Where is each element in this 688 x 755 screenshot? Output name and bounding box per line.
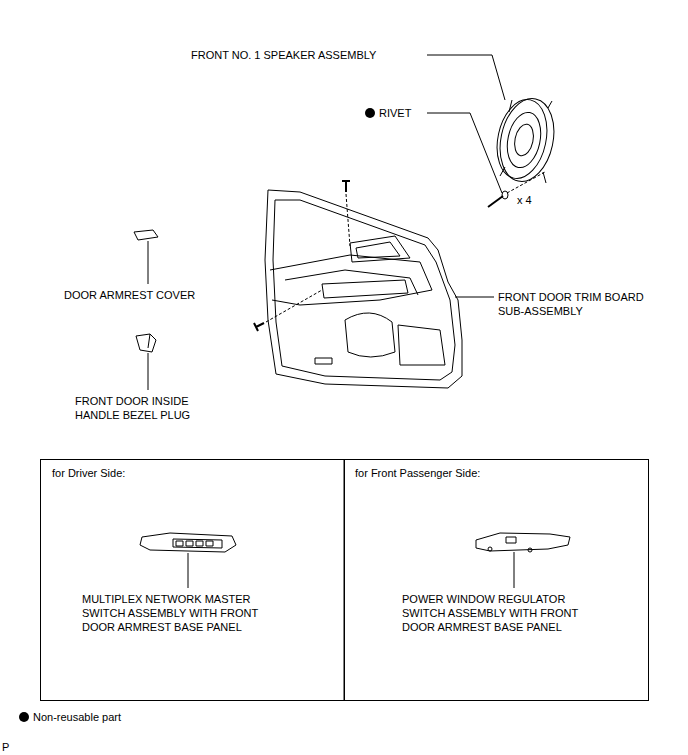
- non-reusable-mark: [365, 108, 375, 118]
- part-label: FRONT DOOR TRIM BOARD SUB-ASSEMBLY: [498, 290, 663, 318]
- leader-line: [188, 553, 189, 588]
- dashed-line: [266, 290, 322, 322]
- variant-panel: for Driver Side: MULTIPLEX NETWORK MASTER…: [40, 459, 345, 701]
- legend-sample: [19, 712, 29, 722]
- leader-line: [427, 55, 505, 100]
- window-switch-drawing: [476, 533, 570, 552]
- part-label: DOOR ARMREST COVER: [64, 288, 195, 302]
- screw-drawing: [342, 181, 350, 192]
- figure-code: P: [2, 740, 9, 754]
- panel-heading: for Front Passenger Side:: [355, 466, 480, 480]
- dashed-line: [507, 172, 545, 193]
- rivet-head: [502, 191, 508, 199]
- leader-line: [427, 113, 502, 193]
- part-label: FRONT DOOR INSIDE HANDLE BEZEL PLUG: [75, 394, 225, 422]
- leader-line: [514, 552, 515, 588]
- speaker-drawing: [490, 94, 561, 187]
- bezel-plug-drawing: [136, 334, 156, 352]
- part-label: FRONT NO. 1 SPEAKER ASSEMBLY: [191, 48, 376, 62]
- part-label: RIVET: [379, 106, 411, 120]
- armrest-cover-drawing: [134, 230, 158, 240]
- part-label: POWER WINDOW REGULATOR SWITCH ASSEMBLY W…: [402, 592, 592, 634]
- master-switch-drawing: [140, 533, 236, 552]
- dashed-line: [346, 194, 350, 246]
- door-trim-board-drawing: [265, 190, 462, 388]
- panel-heading: for Driver Side:: [52, 466, 125, 480]
- legend-text: Non-reusable part: [33, 710, 121, 724]
- leader-line: [148, 241, 149, 284]
- quantity-label: x 4: [517, 193, 532, 207]
- screw-drawing: [254, 323, 264, 331]
- rivet-drawing: [488, 196, 503, 207]
- leader-line: [455, 297, 494, 298]
- part-label: MULTIPLEX NETWORK MASTER SWITCH ASSEMBLY…: [82, 592, 272, 634]
- variant-panel: for Front Passenger Side: POWER WINDOW RE…: [344, 459, 649, 701]
- leader-line: [148, 353, 149, 390]
